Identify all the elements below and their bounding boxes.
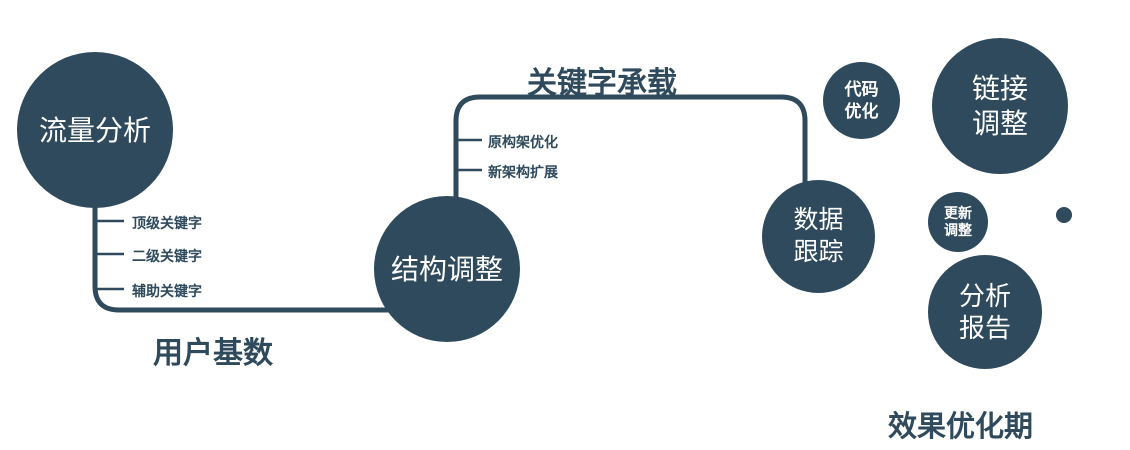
node-data-tracking: 数据 跟踪 (762, 180, 875, 293)
branch-label-new-architecture: 新架构扩展 (488, 164, 558, 180)
branch-label-original-architecture: 原构架优化 (488, 134, 558, 150)
branch-label-top-keywords: 顶级关键字 (132, 215, 202, 231)
branch-label-auxiliary-keywords: 辅助关键字 (132, 283, 202, 299)
edge-label-user-base: 用户基数 (153, 337, 273, 370)
edge-label-keyword-carry: 关键字承载 (527, 67, 677, 100)
node-code-optimization-label: 代码 优化 (844, 80, 879, 121)
node-data-tracking-label: 数据 跟踪 (793, 206, 844, 266)
node-update-adjustment-label: 更新 调整 (944, 204, 972, 239)
connector-structure-to-tracking (453, 94, 808, 203)
edge-label-effect-optimization-period: 效果优化期 (888, 411, 1034, 443)
connector-traffic-to-structure (92, 195, 390, 313)
branch-label-secondary-keywords: 二级关键字 (132, 248, 202, 264)
node-traffic-analysis-label: 流量分析 (38, 114, 151, 146)
node-traffic-analysis: 流量分析 (17, 52, 173, 208)
node-analysis-report-label: 分析 报告 (958, 280, 1011, 344)
node-structure-adjustment-label: 结构调整 (390, 253, 503, 285)
node-link-adjustment: 链接 调整 (932, 38, 1068, 174)
node-structure-adjustment: 结构调整 (374, 196, 520, 342)
node-small-dot (1056, 207, 1072, 223)
node-code-optimization: 代码 优化 (823, 62, 900, 139)
node-update-adjustment: 更新 调整 (928, 192, 988, 252)
node-link-adjustment-label: 链接 调整 (971, 73, 1028, 139)
node-analysis-report: 分析 报告 (928, 255, 1042, 369)
